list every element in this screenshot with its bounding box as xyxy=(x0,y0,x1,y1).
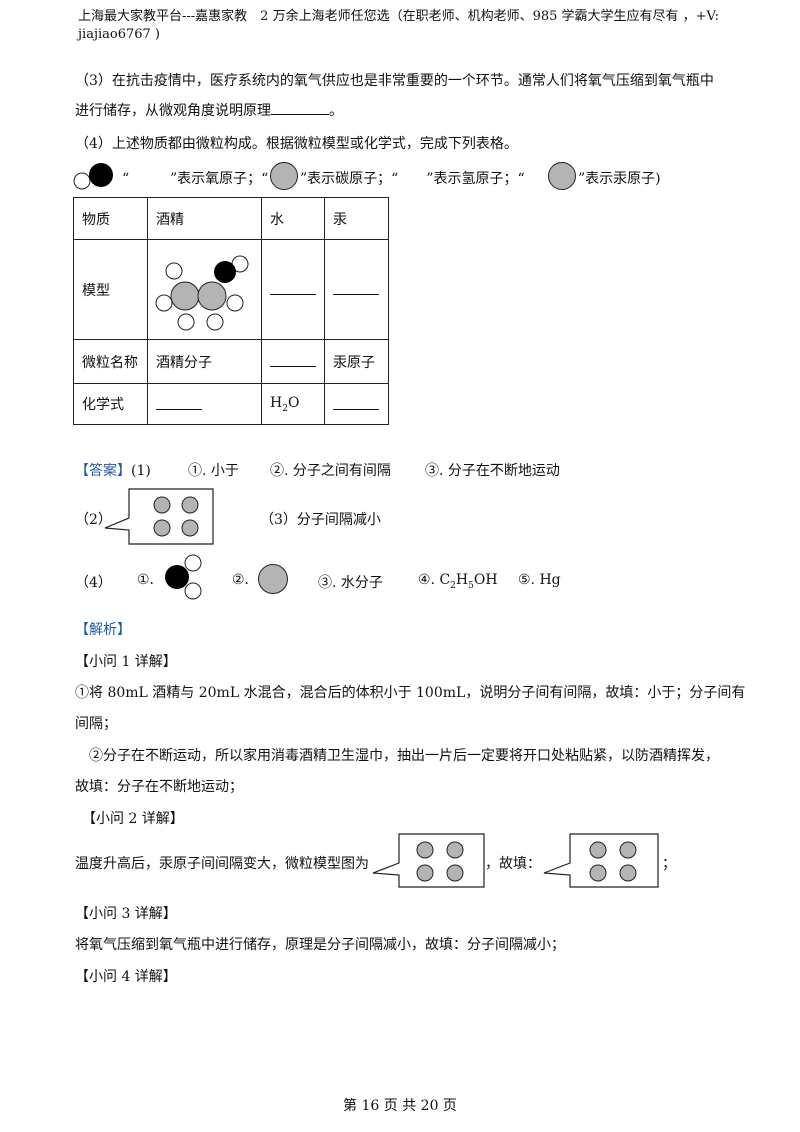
answer-4-2: ②. xyxy=(232,572,250,588)
page-footer: 第 16 页 共 20 页 xyxy=(343,1098,457,1114)
sub2-line1c: ； xyxy=(662,856,676,872)
sub1-line2: 间隔； xyxy=(75,716,117,732)
carbon-atom-legend-icon xyxy=(270,162,298,190)
cell-alcohol-header: 酒精 xyxy=(147,197,262,240)
sub2-title: 【小问 2 详解】 xyxy=(75,811,184,827)
answer-4-4: ④. C2H5OH xyxy=(418,572,498,591)
oxygen-atom-legend-icon xyxy=(73,163,113,190)
mercury-compressed-model-icon xyxy=(104,488,214,545)
sub1-line3: ②分子在不断运动，所以家用消毒酒精卫生湿巾，抽出一片后一定要将开口处粘贴紧，以防… xyxy=(75,748,719,764)
sub1-title: 【小问 1 详解】 xyxy=(75,654,177,670)
cell-mercury-formula-blank xyxy=(324,383,389,425)
cell-particle-label: 微粒名称 xyxy=(73,339,148,384)
mercury-expanded-model-icon-1 xyxy=(372,833,485,888)
answer-1-1: ①. 小于 xyxy=(188,463,239,479)
answer-4-5: ⑤. Hg xyxy=(518,572,561,588)
cell-water-formula: H2O xyxy=(261,383,325,425)
cell-alcohol-model xyxy=(147,239,262,340)
answer-1-2: ②. 分子之间有间隔 xyxy=(270,463,391,479)
cell-alcohol-formula-blank xyxy=(147,383,262,425)
sub3-line1: 将氧气压缩到氧气瓶中进行储存，原理是分子间隔减小，故填：分子间隔减小； xyxy=(75,937,565,953)
ethanol-molecule-model-icon xyxy=(155,255,249,331)
sub1-line1: ①将 80mL 酒精与 20mL 水混合，混合后的体积小于 100mL，说明分子… xyxy=(75,685,746,701)
answer-4-1: ①. xyxy=(137,572,155,588)
mercury-atom-answer-icon xyxy=(258,564,288,594)
sub4-title: 【小问 4 详解】 xyxy=(75,969,177,985)
cell-mercury-header: 汞 xyxy=(324,197,389,240)
cell-water-particle-blank xyxy=(261,339,325,384)
mercury-atom-legend-icon xyxy=(548,162,576,190)
page-header: 上海最大家教平台---嘉惠家教 2 万余上海老师任您选（在职老师、机构老师、98… xyxy=(78,9,720,42)
analysis-label: 【解析】 xyxy=(75,622,131,638)
q4-intro: （4）上述物质都由微粒构成。根据微粒模型或化学式，完成下列表格。 xyxy=(75,136,518,152)
answer-4-label: （4） xyxy=(75,575,112,591)
q3-line1: （3）在抗击疫情中，医疗系统内的氧气供应也是非常重要的一个环节。通常人们将氧气压… xyxy=(75,73,714,89)
sub2-line1b: ，故填： xyxy=(485,856,541,872)
answer-4-3: ③. 水分子 xyxy=(318,575,383,591)
q3-line2: 进行储存，从微观角度说明原理。 xyxy=(75,100,343,120)
cell-water-header: 水 xyxy=(261,197,325,240)
answer-3: （3）分子间隔减小 xyxy=(260,512,381,528)
sub3-title: 【小问 3 详解】 xyxy=(75,906,177,922)
answer-line1: 【答案】(1) xyxy=(75,463,151,479)
cell-alcohol-particle: 酒精分子 xyxy=(147,339,262,384)
cell-water-model-blank xyxy=(261,239,325,340)
cell-substance-header: 物质 xyxy=(73,197,148,240)
water-molecule-model-icon xyxy=(165,554,202,600)
cell-mercury-particle: 汞原子 xyxy=(324,339,389,384)
mercury-expanded-model-icon-2 xyxy=(543,833,659,888)
particle-table: 物质 酒精 水 汞 模型 微粒名称 酒精分子 汞原子 化学式 xyxy=(73,197,389,425)
sub1-line4: 故填：分子在不断地运动； xyxy=(75,779,243,795)
answer-2-label: （2） xyxy=(75,512,112,528)
cell-formula-label: 化学式 xyxy=(73,383,148,425)
sub2-line1a: 温度升高后，汞原子间间隔变大，微粒模型图为 xyxy=(75,856,369,872)
cell-model-label: 模型 xyxy=(73,239,148,340)
answer-1-3: ③. 分子在不断地运动 xyxy=(425,463,560,479)
cell-mercury-model-blank xyxy=(324,239,389,340)
